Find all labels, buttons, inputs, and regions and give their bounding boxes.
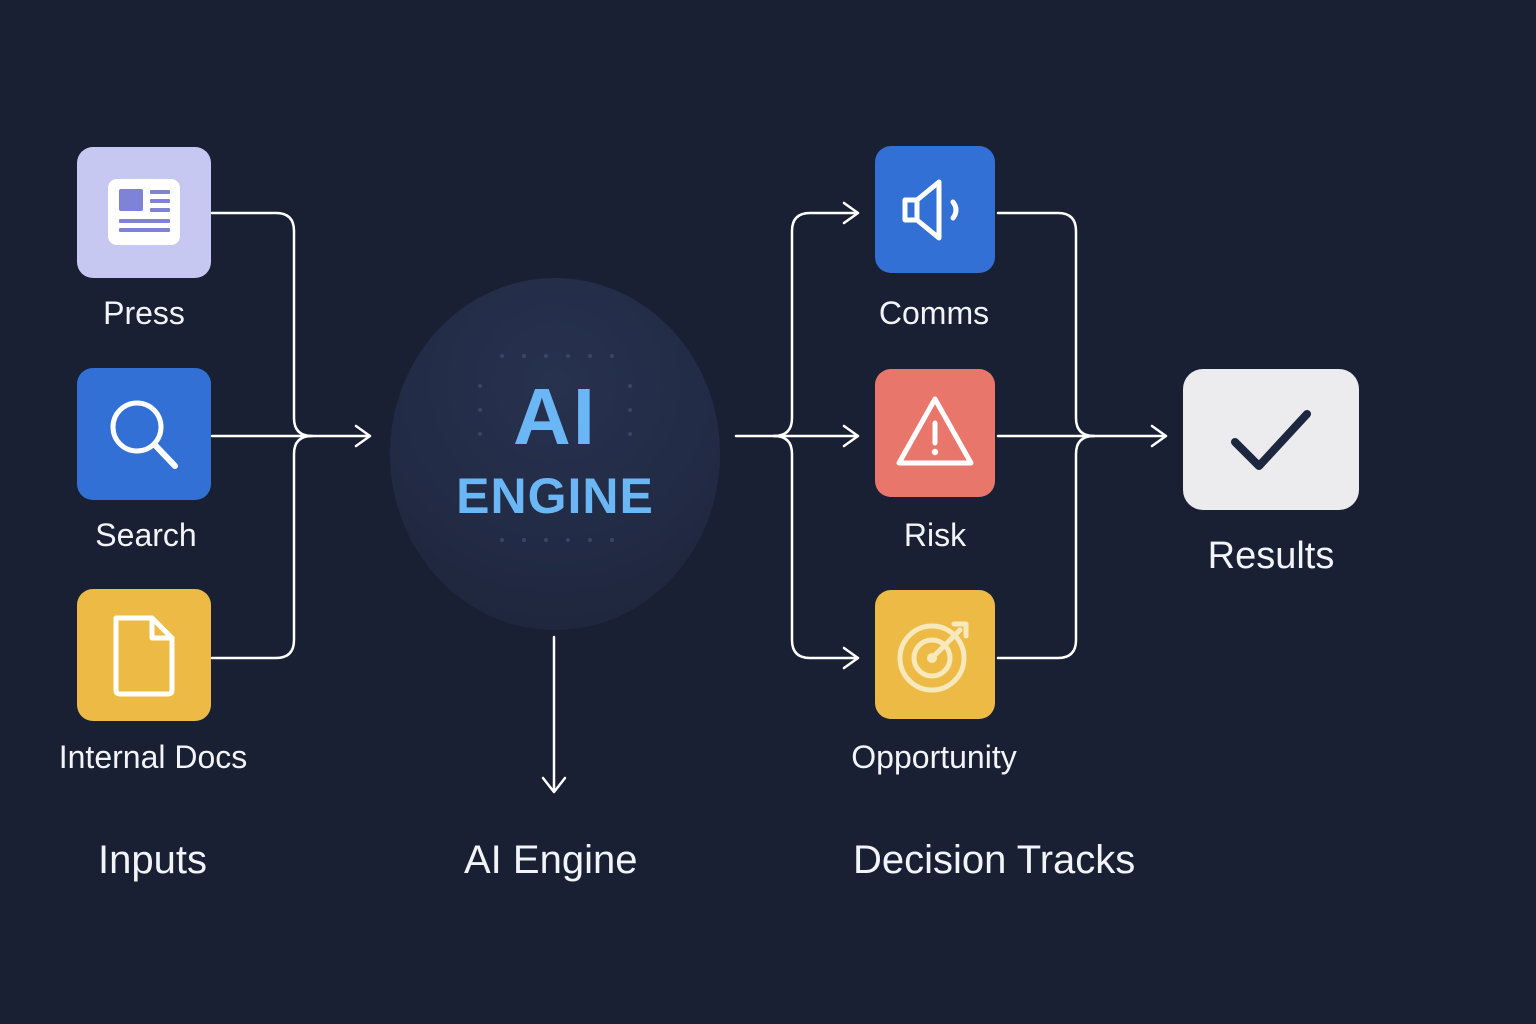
risk-tile: [875, 369, 995, 497]
connector-internal-docs: [210, 434, 314, 660]
comms-tile: [875, 146, 995, 273]
engine-title-ai: AI: [513, 372, 597, 461]
connector-from-opportunity: [996, 434, 1096, 660]
magnifier-icon: [110, 400, 178, 469]
arrowhead-opportunity: [842, 646, 860, 670]
connector-from-comms: [996, 211, 1096, 438]
warning-icon: [896, 396, 974, 466]
comms-label: Comms: [878, 295, 990, 331]
inputs-column-label: Inputs: [98, 838, 207, 882]
connector-press: [210, 211, 314, 438]
connector-to-opportunity: [772, 434, 858, 660]
risk-label: Risk: [903, 517, 967, 553]
arrowhead-down: [541, 776, 567, 794]
internal-docs-tile: [77, 589, 211, 721]
arrowhead-risk: [842, 424, 860, 448]
document-icon: [113, 615, 175, 697]
press-label: Press: [103, 295, 185, 331]
results-label: Results: [1207, 535, 1335, 577]
arrowhead-results: [1150, 424, 1168, 448]
opportunity-tile: [875, 590, 995, 719]
engine-title-engine: ENGINE: [456, 468, 654, 524]
internal-docs-label: Internal Docs: [58, 739, 248, 775]
connector-to-comms: [772, 211, 858, 438]
results-tile: [1183, 369, 1359, 510]
decision-tracks-column-label: Decision Tracks: [853, 838, 1136, 882]
speaker-icon: [902, 179, 959, 240]
search-tile: [77, 368, 211, 500]
search-label: Search: [95, 517, 197, 553]
newspaper-icon: [108, 178, 180, 245]
engine-dot-grid: [478, 354, 632, 542]
ai-engine-column-label: AI Engine: [464, 838, 638, 882]
press-tile: [77, 147, 211, 278]
ai-engine-circle: [390, 278, 720, 630]
arrowhead-to-engine: [354, 424, 372, 448]
target-icon: [897, 621, 969, 692]
opportunity-label: Opportunity: [851, 739, 1017, 775]
arrowhead-comms: [842, 201, 860, 225]
checkmark-icon: [1231, 409, 1311, 470]
